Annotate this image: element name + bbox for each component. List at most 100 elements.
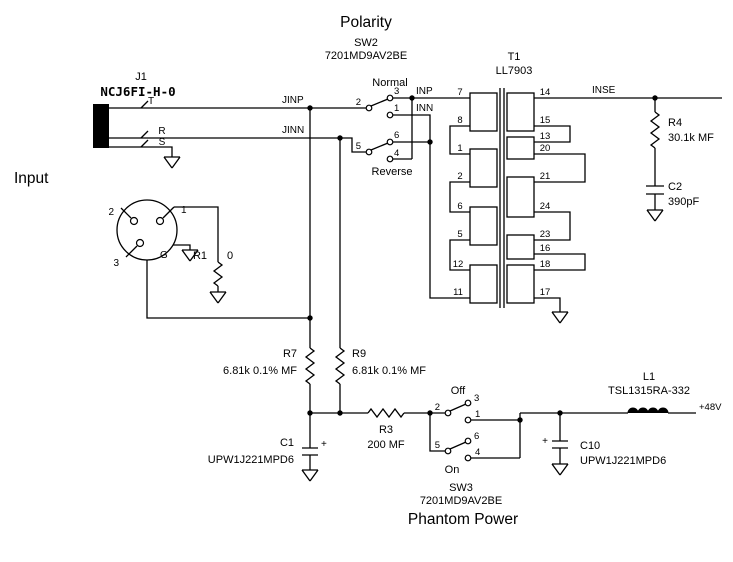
- t1-pin-num: 15: [540, 115, 551, 126]
- jack-sleeve-label: S: [159, 137, 166, 148]
- sw2-position-normal: Normal: [372, 77, 407, 89]
- sw3-pin1-num: 1: [475, 409, 480, 420]
- t1-pin-num: 12: [453, 259, 464, 270]
- r7-zigzag: [304, 347, 316, 385]
- wire-inn: [393, 114, 470, 299]
- sw2-position-reverse: Reverse: [372, 166, 413, 178]
- resistor-r7: R7 6.81k 0.1% MF: [223, 108, 316, 413]
- t1-winding: [469, 206, 498, 246]
- sw2-pin5-num: 5: [356, 141, 361, 152]
- sw3-common5: [444, 447, 452, 455]
- l1-bumps: [627, 407, 669, 414]
- junction-dot: [337, 135, 343, 141]
- xlr-shell: [116, 199, 178, 261]
- t1-pin-num: 11: [453, 287, 463, 298]
- t1-winding: [506, 264, 535, 304]
- sw3-pin6-num: 6: [474, 431, 479, 442]
- c2-ref: C2: [668, 181, 682, 193]
- net-label-jinn: JINN: [282, 125, 304, 136]
- t1-link-5-12: [449, 239, 470, 271]
- junction-dot: [557, 410, 563, 416]
- transformer-t1: T1 LL7903 7 8 1 2 6 5 12 11 14 15 13 20 …: [449, 51, 722, 324]
- sw3-pin3-num: 3: [474, 393, 479, 404]
- junction-dot: [427, 139, 433, 145]
- sw3-pin4-num: 4: [475, 447, 480, 458]
- sw3-position-on: On: [445, 464, 460, 476]
- r7-ref: R7: [283, 348, 297, 360]
- sw2-lever-lower: [370, 142, 389, 151]
- net-label-inse: INSE: [592, 85, 616, 96]
- t1-part: LL7903: [496, 65, 533, 77]
- t1-pin-num: 6: [457, 201, 462, 212]
- wire-sleeve: [109, 146, 173, 157]
- capacitor-c1: + C1 UPW1J221MPD6: [208, 413, 327, 482]
- r9-zigzag: [334, 347, 346, 385]
- r1-value: 0: [227, 250, 233, 262]
- xlr-ground-label: G: [160, 250, 168, 261]
- wire-jinn: [109, 137, 366, 153]
- switch-sw2: Polarity SW2 7201MD9AV2BE Normal Reverse…: [325, 14, 470, 299]
- xlr-pin1: [155, 216, 165, 226]
- r7-value: 6.81k 0.1% MF: [223, 365, 297, 377]
- t1-core: [499, 88, 505, 308]
- c10-plus: +: [542, 436, 548, 447]
- sw3-part: 7201MD9AV2BE: [420, 495, 502, 507]
- net-label-inn: INN: [416, 103, 433, 114]
- sw2-common5: [365, 148, 373, 156]
- r1-ref: R1: [193, 250, 207, 262]
- c1-ref: C1: [280, 437, 294, 449]
- resistor-r1: R1 0: [193, 250, 233, 304]
- sw2-pin4-num: 4: [394, 148, 399, 159]
- xlr-connector: 2 1 3 G: [108, 199, 310, 319]
- t1-link-2-6: [449, 181, 470, 213]
- t1-link-15-13: [534, 125, 571, 143]
- sw2-throw1: [386, 111, 394, 119]
- junction-dot: [652, 95, 658, 101]
- xlr-pin3-label: 3: [113, 258, 119, 269]
- t1-winding: [469, 264, 498, 304]
- sw3-throw1: [464, 416, 472, 424]
- net-label-inp: INP: [416, 86, 433, 97]
- resistor-r4: R4 30.1k MF: [649, 98, 714, 186]
- sw2-throw6: [386, 138, 394, 146]
- inductor-l1: L1 TSL1315RA-332 +48V: [608, 371, 722, 414]
- junction-dots: [307, 95, 658, 423]
- t1-link-16-18: [534, 253, 586, 271]
- t1-pin-num: 24: [540, 201, 551, 212]
- t1-link-24-23: [534, 211, 571, 241]
- wire-t1-ground: [534, 297, 561, 312]
- l1-ref: L1: [643, 371, 655, 383]
- sw3-lever-lower: [449, 441, 467, 450]
- sw2-throw4: [386, 155, 394, 163]
- sw2-ref: SW2: [354, 37, 378, 49]
- net-label-48v: +48V: [699, 402, 722, 413]
- sw3-pin5-num: 5: [435, 440, 440, 451]
- sw2-common2: [365, 104, 373, 112]
- t1-pin-num: 23: [540, 229, 551, 240]
- t1-winding: [506, 176, 535, 218]
- input-title: Input: [14, 170, 49, 187]
- r3-value: 200 MF: [367, 439, 405, 451]
- c10-plates: [552, 440, 568, 449]
- t1-pin-num: 21: [540, 171, 551, 182]
- resistor-r9: R9 6.81k 0.1% MF: [334, 138, 426, 413]
- jack-contact-tick-r: [140, 130, 149, 139]
- r1-zigzag: [212, 261, 224, 287]
- junction-dot: [307, 105, 313, 111]
- t1-winding: [506, 136, 535, 160]
- jack-contact-tick-s: [140, 139, 149, 148]
- t1-pin-num: 13: [540, 131, 551, 142]
- sw3-common2: [444, 409, 452, 417]
- sw2-pin3-num: 3: [394, 86, 399, 97]
- t1-pin-num: 16: [540, 243, 551, 254]
- t1-ref: T1: [508, 51, 521, 63]
- junction-dot: [307, 410, 313, 416]
- wire-xlr-g: [173, 244, 191, 250]
- xlr-pin2-label: 2: [108, 207, 114, 218]
- sw3-throw3: [464, 399, 472, 407]
- l1-value: TSL1315RA-332: [608, 385, 690, 397]
- t1-winding: [506, 92, 535, 132]
- junction-dot: [337, 410, 343, 416]
- jack-contact-tick-t: [140, 100, 149, 109]
- xlr-pin3-stub: [125, 245, 138, 258]
